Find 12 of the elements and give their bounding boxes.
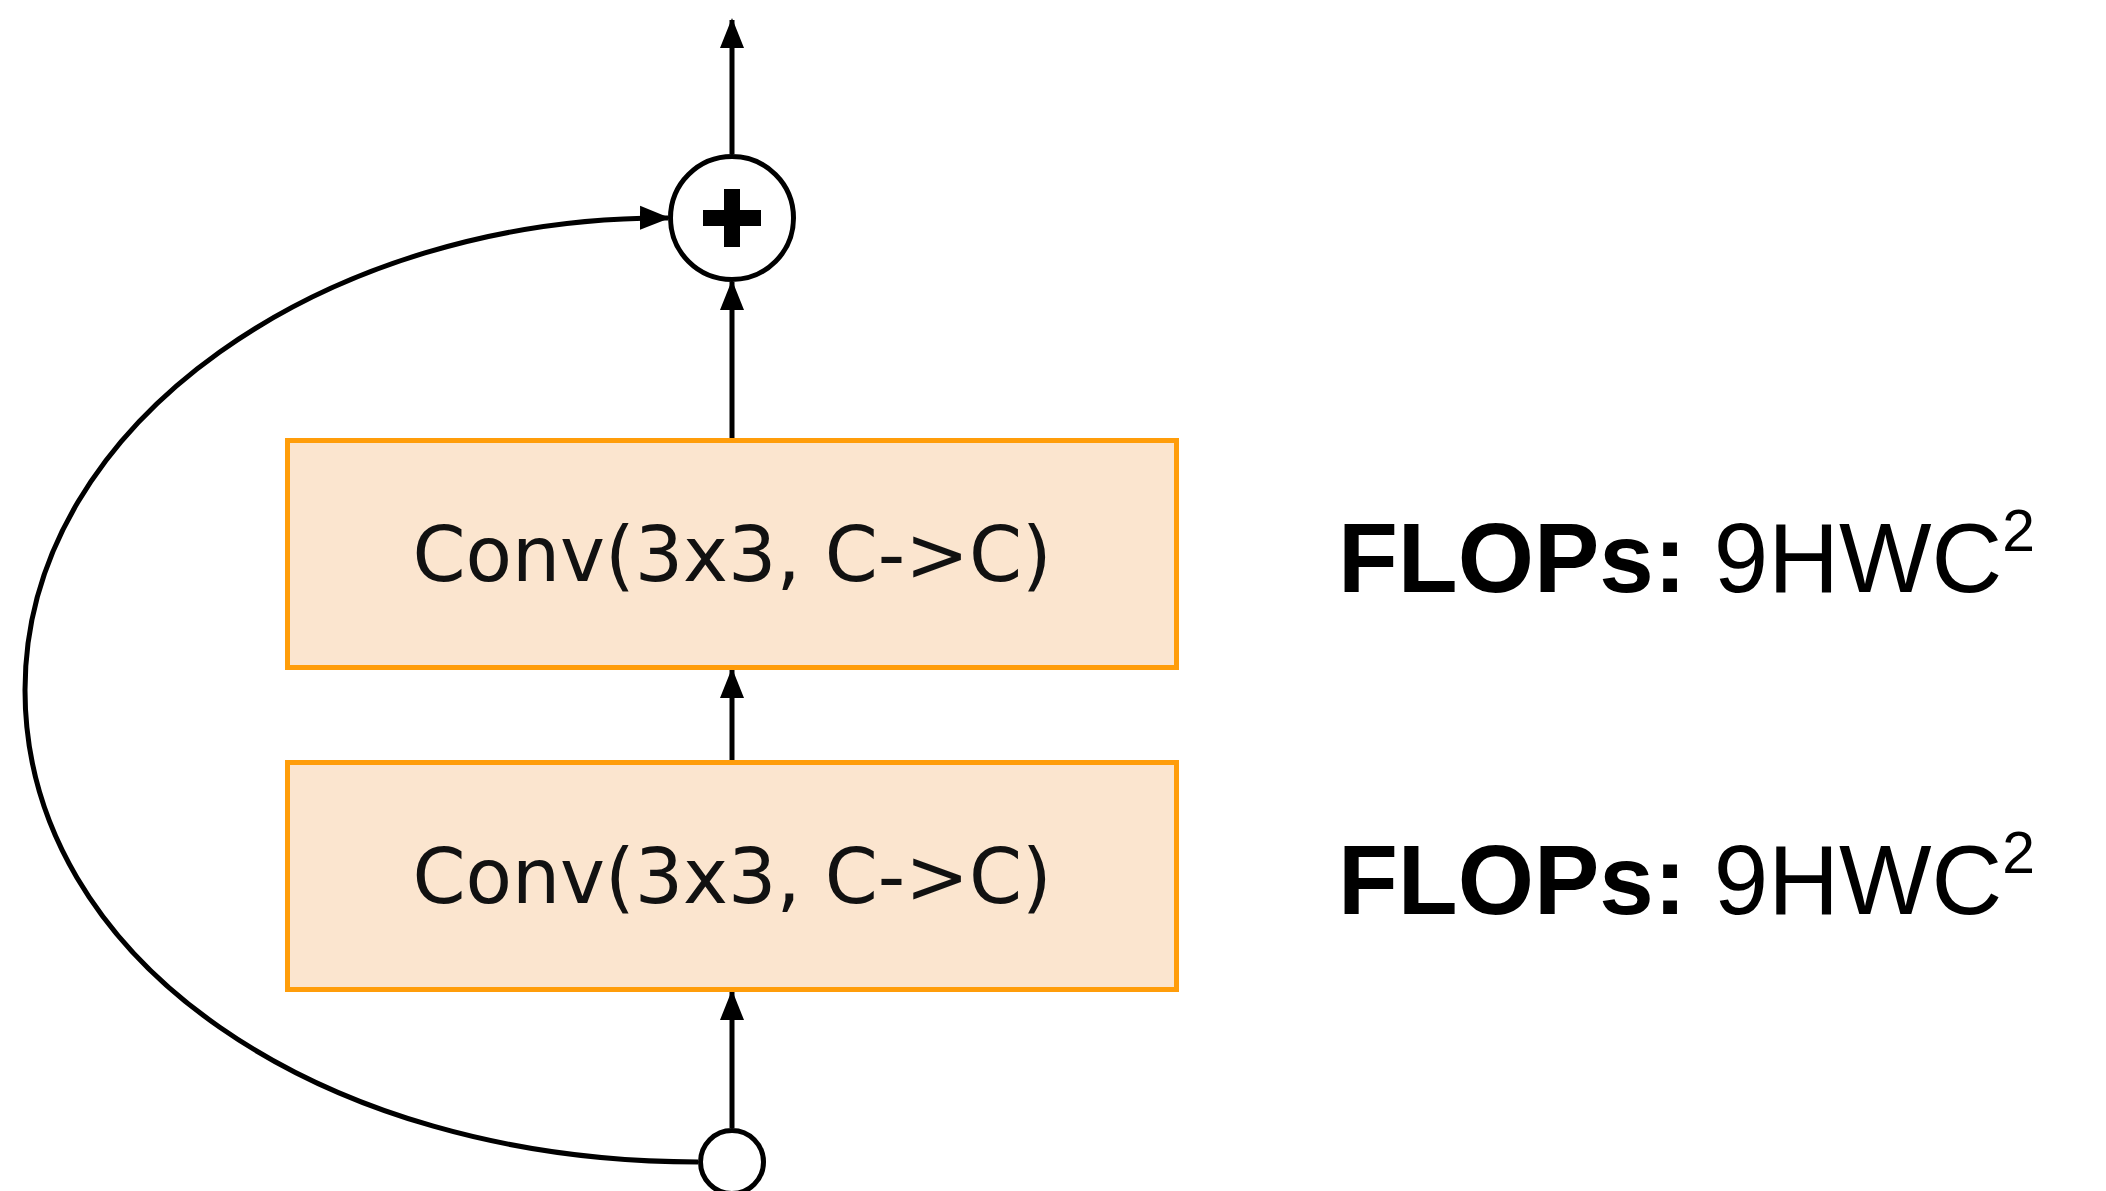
input-circle — [698, 1128, 766, 1191]
layer-label: Conv(3x3, C->C) — [412, 831, 1052, 921]
conv-layer-box — [285, 438, 1179, 670]
conv-layer-box — [285, 760, 1179, 992]
arrow — [22, 207, 699, 1165]
arrow — [720, 668, 744, 760]
arrow — [720, 990, 744, 1128]
arrow — [720, 280, 744, 438]
flops-annotation: FLOPs: 9HWC$^{2}$ — [1338, 831, 2035, 929]
flops-annotation: FLOPs: 9HWC$^{2}$ — [1338, 509, 2035, 607]
layer-label: Conv(3x3, C->C) — [412, 509, 1052, 599]
arrow — [720, 18, 744, 154]
